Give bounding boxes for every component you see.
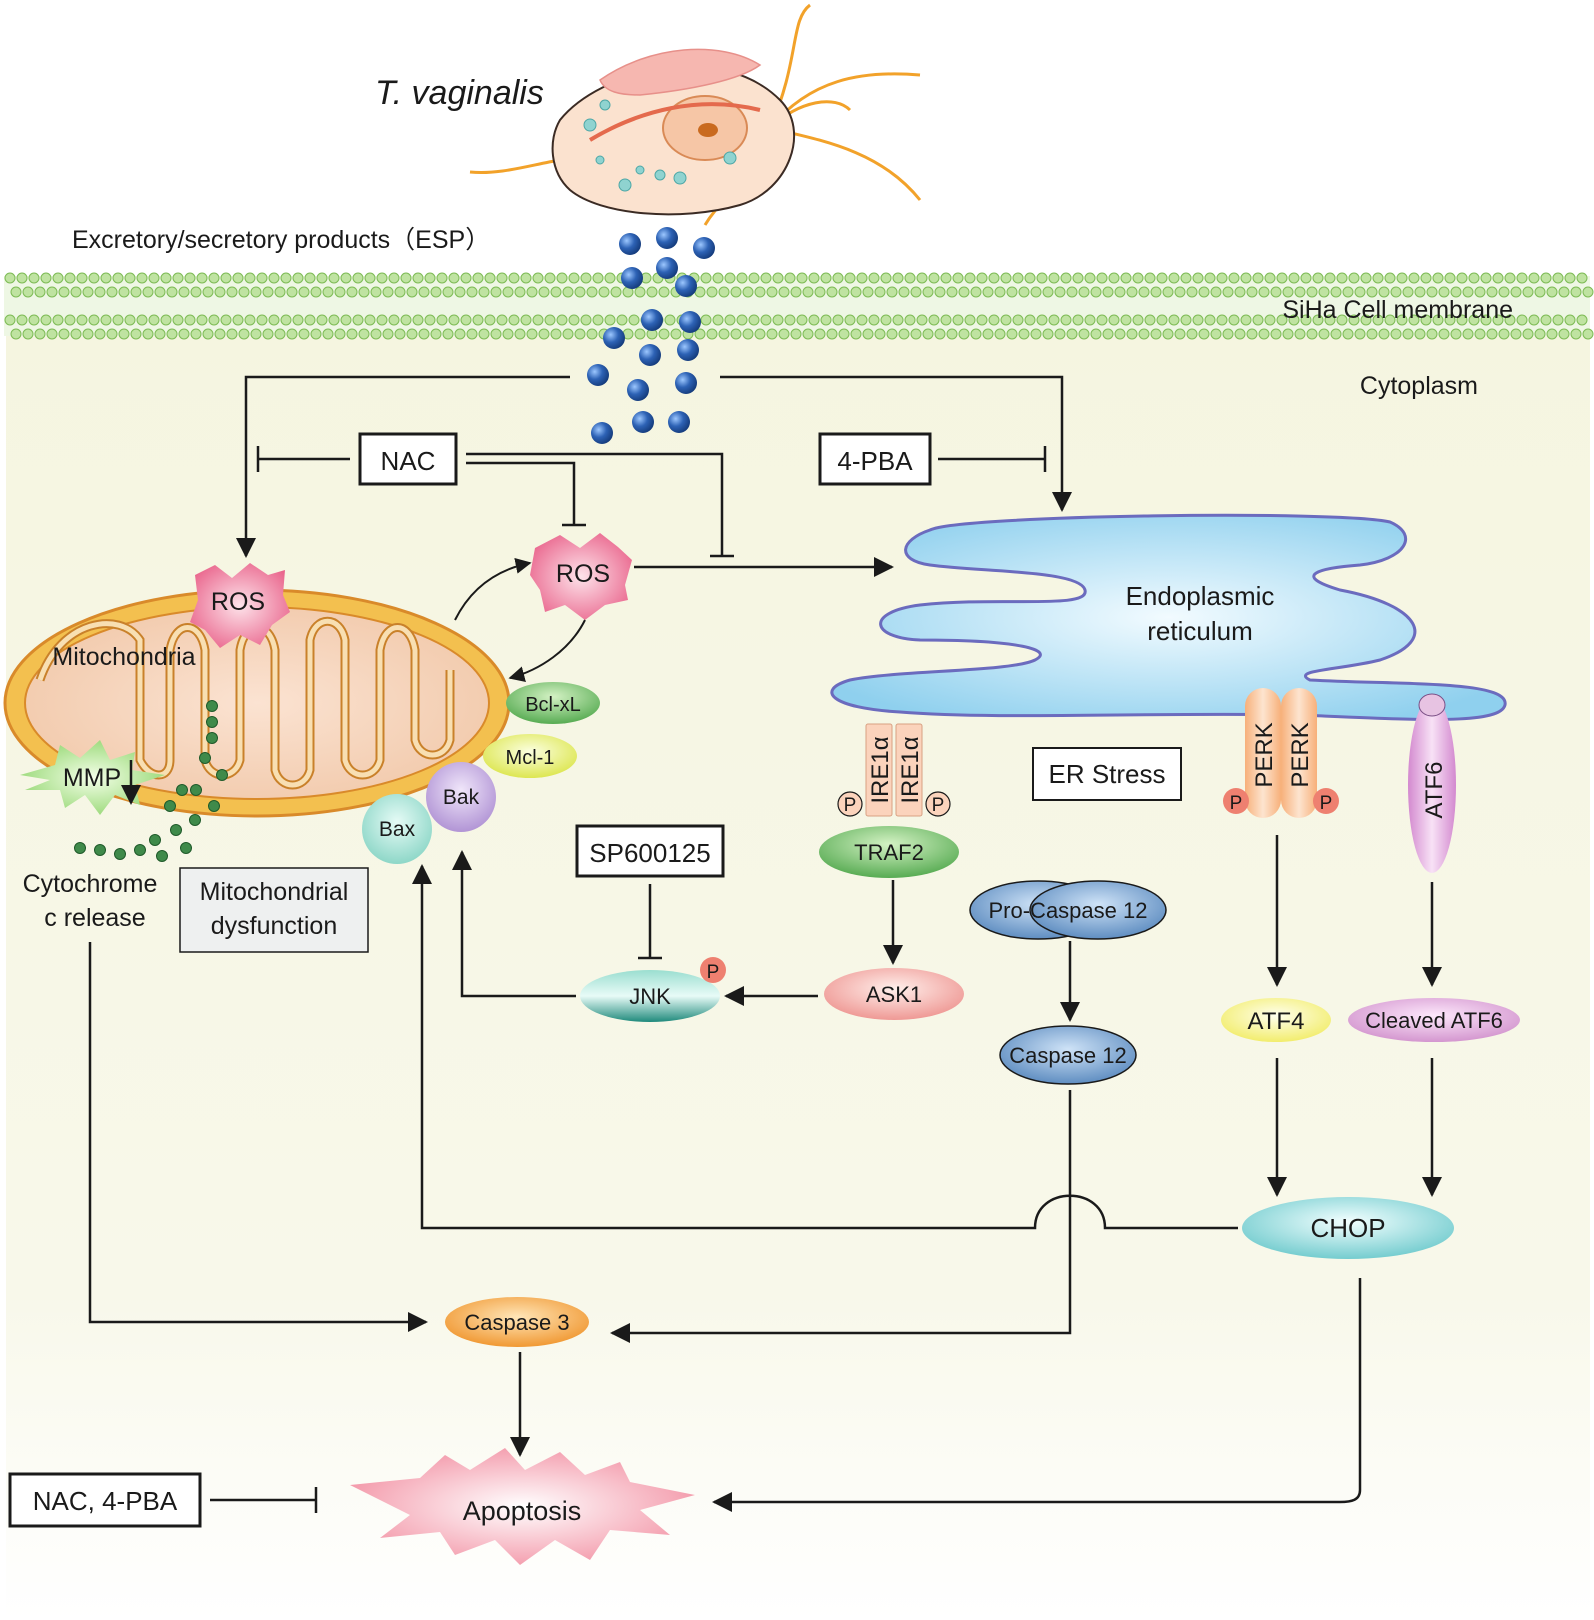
pba-label: 4-PBA: [837, 446, 913, 476]
bak-node: [426, 762, 496, 832]
bax-label: Bax: [379, 818, 416, 841]
mito-dysfunction-line1: Mitochondrial: [200, 878, 349, 906]
cytochrome-c-dots: [74, 700, 228, 862]
endoplasmic-reticulum: [830, 513, 1507, 721]
chop-label: CHOP: [1310, 1213, 1385, 1243]
bclxl-node: [506, 682, 600, 724]
traf2-label: TRAF2: [854, 840, 924, 865]
sp600125-label: SP600125: [589, 838, 710, 868]
bclxl-label: Bcl-xL: [525, 694, 581, 716]
ire1-left: [865, 723, 893, 817]
er-stress-label: ER Stress: [1048, 759, 1165, 789]
pro-caspase12-node-b: [1029, 880, 1167, 940]
bak-label: Bak: [443, 786, 480, 809]
membrane-label: SiHa Cell membrane: [1282, 296, 1513, 324]
arrow-esp-to-mito-ros: [236, 375, 570, 558]
inhibit-nac-to-mito-ros: [256, 446, 350, 472]
sp600125-box: [575, 824, 725, 878]
cytochrome-label-line1: Cytochrome: [23, 870, 158, 898]
chop-node: [1242, 1197, 1454, 1259]
arrow-esp-to-er: [720, 375, 1072, 512]
inhibit-nac-pba-to-apoptosis: [210, 1487, 318, 1513]
arrow-casp12-to-casp3: [610, 1090, 1072, 1343]
arrow-ros-to-mito: [508, 619, 586, 683]
cell-membrane: [4, 272, 1594, 340]
perk-label-left: PERK: [1251, 722, 1278, 787]
ask1-node: [824, 968, 964, 1020]
organism-label: T. vaginalis: [375, 74, 544, 112]
nac-pba-box: [8, 1472, 202, 1528]
inhibit-nac-to-ros: [466, 461, 586, 527]
arrow-mito-to-ros: [454, 557, 532, 621]
bax-node: [362, 794, 432, 864]
mitochondria-label: Mitochondria: [52, 643, 195, 671]
ire1-phospho-right: [925, 791, 951, 817]
ire1-right: [895, 723, 923, 817]
er-stress-box: [1032, 747, 1182, 801]
ire1-label-left: IRE1α: [867, 736, 894, 803]
perk-phospho-right-label: P: [1320, 793, 1333, 814]
ros-blob: [530, 533, 632, 620]
nac-label: NAC: [381, 446, 436, 476]
arrow-cytochrome-to-casp3: [88, 942, 428, 1332]
atf6-head: [1418, 693, 1446, 717]
ros-label: ROS: [556, 560, 610, 588]
caspase12-node: [999, 1025, 1137, 1085]
ask1-label: ASK1: [866, 982, 922, 1007]
ire1-phospho-left: [837, 791, 863, 817]
jnk-node: [580, 970, 720, 1022]
caspase12-label: Caspase 12: [1009, 1043, 1126, 1068]
arrow-jnk-to-bak: [452, 850, 576, 998]
perk-label-right: PERK: [1287, 722, 1314, 787]
perk-right: [1281, 688, 1317, 818]
pba-box: [818, 432, 932, 486]
caspase3-label: Caspase 3: [464, 1310, 569, 1335]
ire1-phospho-right-label: P: [932, 795, 945, 816]
traf2-node: [819, 826, 959, 878]
esp-label: Excretory/secretory products（ESP）: [72, 226, 490, 254]
esp-particles: [587, 227, 715, 444]
er-label-line2: reticulum: [1147, 616, 1252, 646]
atf6-sensor: [1408, 697, 1456, 873]
atf4-node: [1221, 998, 1331, 1042]
perk-phospho-left: [1223, 788, 1249, 814]
inhibit-nac-to-er-path: [466, 452, 734, 558]
cytoplasm-label: Cytoplasm: [1360, 372, 1478, 400]
mito-dysfunction-box: [179, 867, 369, 953]
apoptosis-label: Apoptosis: [463, 1496, 582, 1526]
perk-phospho-left-label: P: [1230, 793, 1243, 814]
ire1-label-right: IRE1α: [897, 736, 924, 803]
cytochrome-label-line2: c release: [44, 904, 145, 932]
er-label-line1: Endoplasmic: [1126, 581, 1275, 611]
mito-dysfunction-line2: dysfunction: [211, 912, 337, 940]
cleaved-atf6-label: Cleaved ATF6: [1365, 1008, 1503, 1033]
perk-left: [1245, 688, 1281, 818]
arrow-chop-to-bax: [412, 864, 1238, 1230]
cytoplasm-background: [6, 305, 1590, 1620]
mmp-label: MMP: [63, 764, 121, 792]
pro-caspase12-label: Pro-Caspase 12: [989, 898, 1148, 923]
mito-ros-blob: [190, 563, 290, 648]
nac-box: [358, 432, 458, 486]
inhibit-sp600125-to-jnk: [638, 884, 662, 960]
mcl1-label: Mcl-1: [506, 747, 555, 769]
inhibit-pba-to-er: [938, 446, 1047, 472]
ire1-phospho-left-label: P: [844, 795, 857, 816]
arrow-chop-to-apoptosis: [712, 1278, 1362, 1512]
jnk-label: JNK: [629, 984, 671, 1009]
cleaved-atf6-node: [1348, 998, 1520, 1042]
jnk-phospho-label: P: [707, 962, 720, 983]
atf6-label: ATF6: [1421, 762, 1448, 819]
t-vaginalis-cell-icon: [469, 3, 922, 226]
jnk-phospho: [700, 957, 726, 983]
mcl1-node: [483, 734, 577, 778]
apoptosis-burst: [350, 1448, 695, 1565]
atf4-label: ATF4: [1248, 1008, 1305, 1035]
perk-phospho-right: [1313, 788, 1339, 814]
caspase3-node: [445, 1297, 589, 1347]
mito-ros-label: ROS: [211, 588, 265, 616]
nac-pba-label: NAC, 4-PBA: [33, 1486, 178, 1516]
